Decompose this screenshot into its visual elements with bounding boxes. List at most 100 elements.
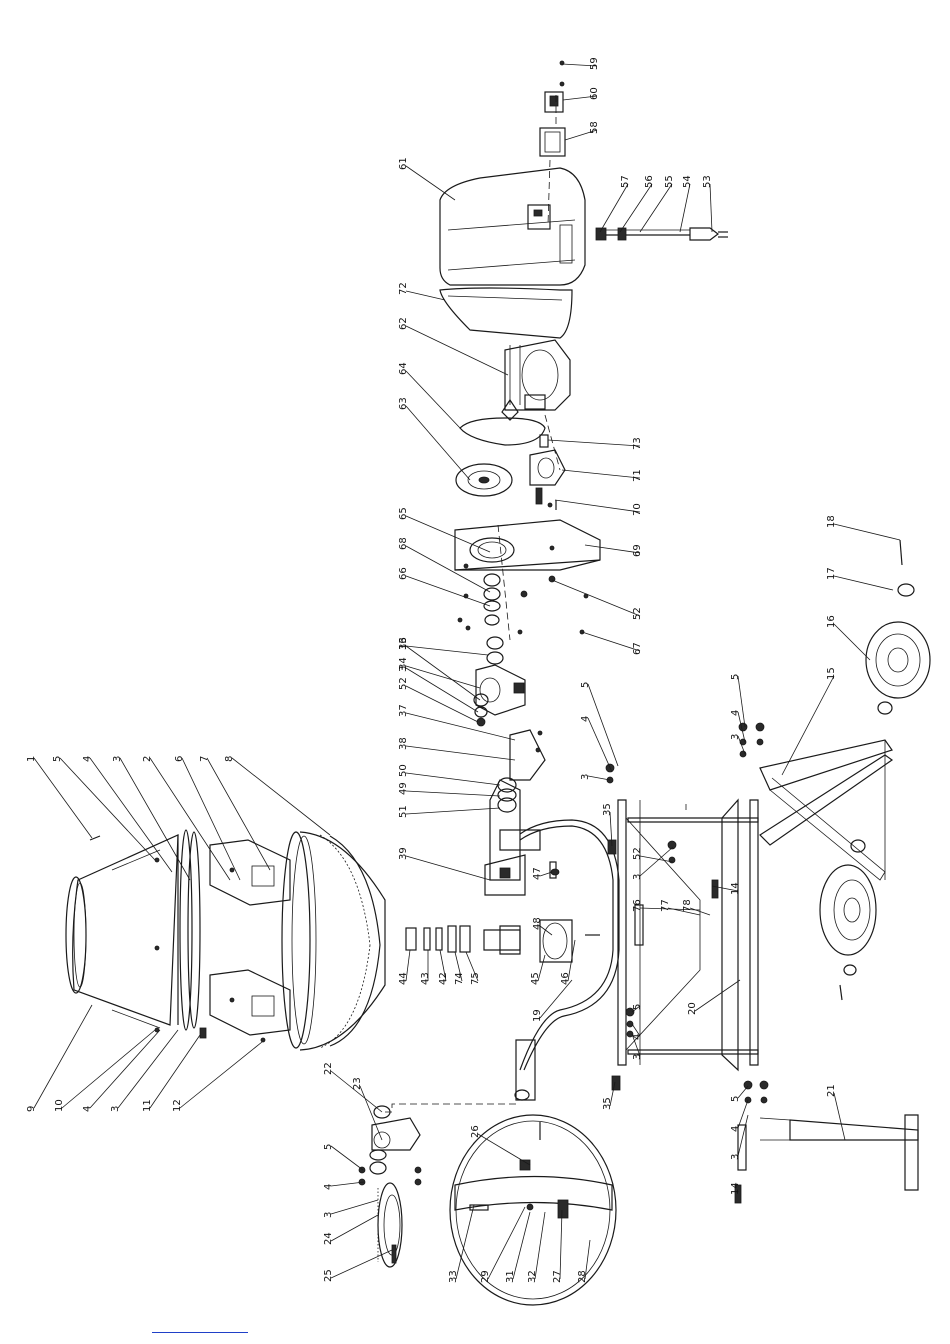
callout-leader-38 (406, 746, 515, 760)
callout-leader-62 (406, 326, 508, 375)
callout-leader-72 (406, 291, 445, 300)
part-number-34: 34 (398, 657, 409, 670)
callout-leader-3 (588, 776, 610, 780)
part-number-3: 3 (632, 1054, 643, 1060)
callout-leader-66 (406, 576, 490, 606)
part-number-15: 15 (826, 667, 837, 680)
part-number-6: 6 (174, 756, 185, 762)
callout-leader-50 (406, 773, 500, 785)
part-number-77: 77 (660, 899, 671, 912)
part-number-33: 33 (448, 1270, 459, 1283)
callout-leader-31 (513, 1212, 530, 1279)
callout-leader-7 (207, 758, 270, 870)
part-number-22: 22 (323, 1062, 334, 1075)
callout-leader-5 (331, 1146, 363, 1170)
callout-leader-39 (406, 856, 490, 880)
part-number-53: 53 (702, 175, 713, 188)
part-number-39: 39 (398, 847, 409, 860)
frame-assembly (500, 540, 930, 1203)
part-number-5: 5 (730, 1096, 741, 1102)
callout-leader-63 (406, 406, 470, 480)
part-number-64: 64 (398, 362, 409, 375)
part-number-2: 2 (142, 756, 153, 762)
footer-link-underline (152, 1332, 248, 1333)
part-number-3: 3 (580, 774, 591, 780)
callout-leader-26 (478, 1134, 530, 1165)
part-number-5: 5 (323, 1144, 334, 1150)
part-number-13: 13 (398, 637, 409, 650)
part-number-69: 69 (632, 544, 643, 557)
part-number-3: 3 (632, 874, 643, 880)
callout-leader-21 (834, 1093, 845, 1140)
callout-leader-70 (555, 500, 640, 512)
part-number-4: 4 (323, 1184, 334, 1190)
part-number-47: 47 (532, 867, 543, 880)
callout-leader-4 (588, 718, 612, 772)
callout-leader-54 (680, 184, 690, 232)
callout-leader-19 (540, 980, 572, 1018)
part-number-4: 4 (82, 756, 93, 762)
part-number-4: 4 (580, 716, 591, 722)
callout-leader-3 (120, 758, 190, 880)
callout-leader-5 (738, 676, 745, 727)
part-number-49: 49 (398, 782, 409, 795)
callout-leader-5 (588, 684, 618, 766)
callout-leader-51 (406, 808, 500, 814)
part-number-60: 60 (589, 87, 600, 100)
callout-leader-20 (695, 980, 740, 1011)
part-number-52: 52 (632, 607, 643, 620)
callout-leader-52 (406, 686, 478, 722)
callout-leader-4 (331, 1182, 364, 1186)
part-number-17: 17 (826, 567, 837, 580)
part-number-3: 3 (730, 734, 741, 740)
part-number-10: 10 (54, 1099, 65, 1112)
part-number-55: 55 (664, 175, 675, 188)
part-number-14: 14 (730, 882, 741, 895)
part-number-5: 5 (632, 1004, 643, 1010)
part-number-4: 4 (82, 1106, 93, 1112)
gearbox-assembly (474, 637, 545, 895)
part-number-23: 23 (352, 1077, 363, 1090)
callout-leader-32 (535, 1212, 545, 1279)
part-number-48: 48 (532, 917, 543, 930)
part-number-9: 9 (26, 1106, 37, 1112)
callout-leader-12 (180, 1042, 262, 1108)
part-number-56: 56 (644, 175, 655, 188)
callout-leader-1 (34, 758, 92, 838)
callout-leader-64 (406, 371, 460, 428)
callout-leader-9 (34, 1005, 92, 1108)
callout-leader-55 (640, 184, 672, 232)
part-number-51: 51 (398, 805, 409, 818)
part-number-74: 74 (454, 972, 465, 985)
part-number-24: 24 (323, 1232, 334, 1245)
part-number-21: 21 (826, 1084, 837, 1097)
callout-leader-29 (488, 1207, 525, 1279)
callout-leader-34 (406, 666, 480, 688)
part-number-44: 44 (398, 972, 409, 985)
callout-leader-3 (118, 1030, 178, 1108)
part-number-18: 18 (826, 515, 837, 528)
callout-leader-5 (60, 758, 155, 860)
callout-leader-3 (406, 668, 478, 712)
callout-leader-61 (406, 166, 455, 200)
part-number-67: 67 (632, 642, 643, 655)
callout-leader-4 (90, 758, 172, 872)
part-number-65: 65 (398, 507, 409, 520)
callout-leader-57 (600, 184, 628, 232)
callout-leader-49 (406, 791, 500, 796)
part-number-35: 35 (602, 1097, 613, 1110)
part-number-26: 26 (470, 1125, 481, 1138)
part-number-54: 54 (682, 175, 693, 188)
part-number-27: 27 (552, 1270, 563, 1283)
part-number-75: 75 (470, 972, 481, 985)
part-number-37: 37 (398, 704, 409, 717)
callout-leader-10 (62, 1030, 155, 1108)
part-number-28: 28 (577, 1270, 588, 1283)
part-number-76: 76 (632, 899, 643, 912)
callout-leader-53 (710, 184, 712, 232)
part-number-59: 59 (589, 57, 600, 70)
part-number-5: 5 (580, 682, 591, 688)
part-number-62: 62 (398, 317, 409, 330)
